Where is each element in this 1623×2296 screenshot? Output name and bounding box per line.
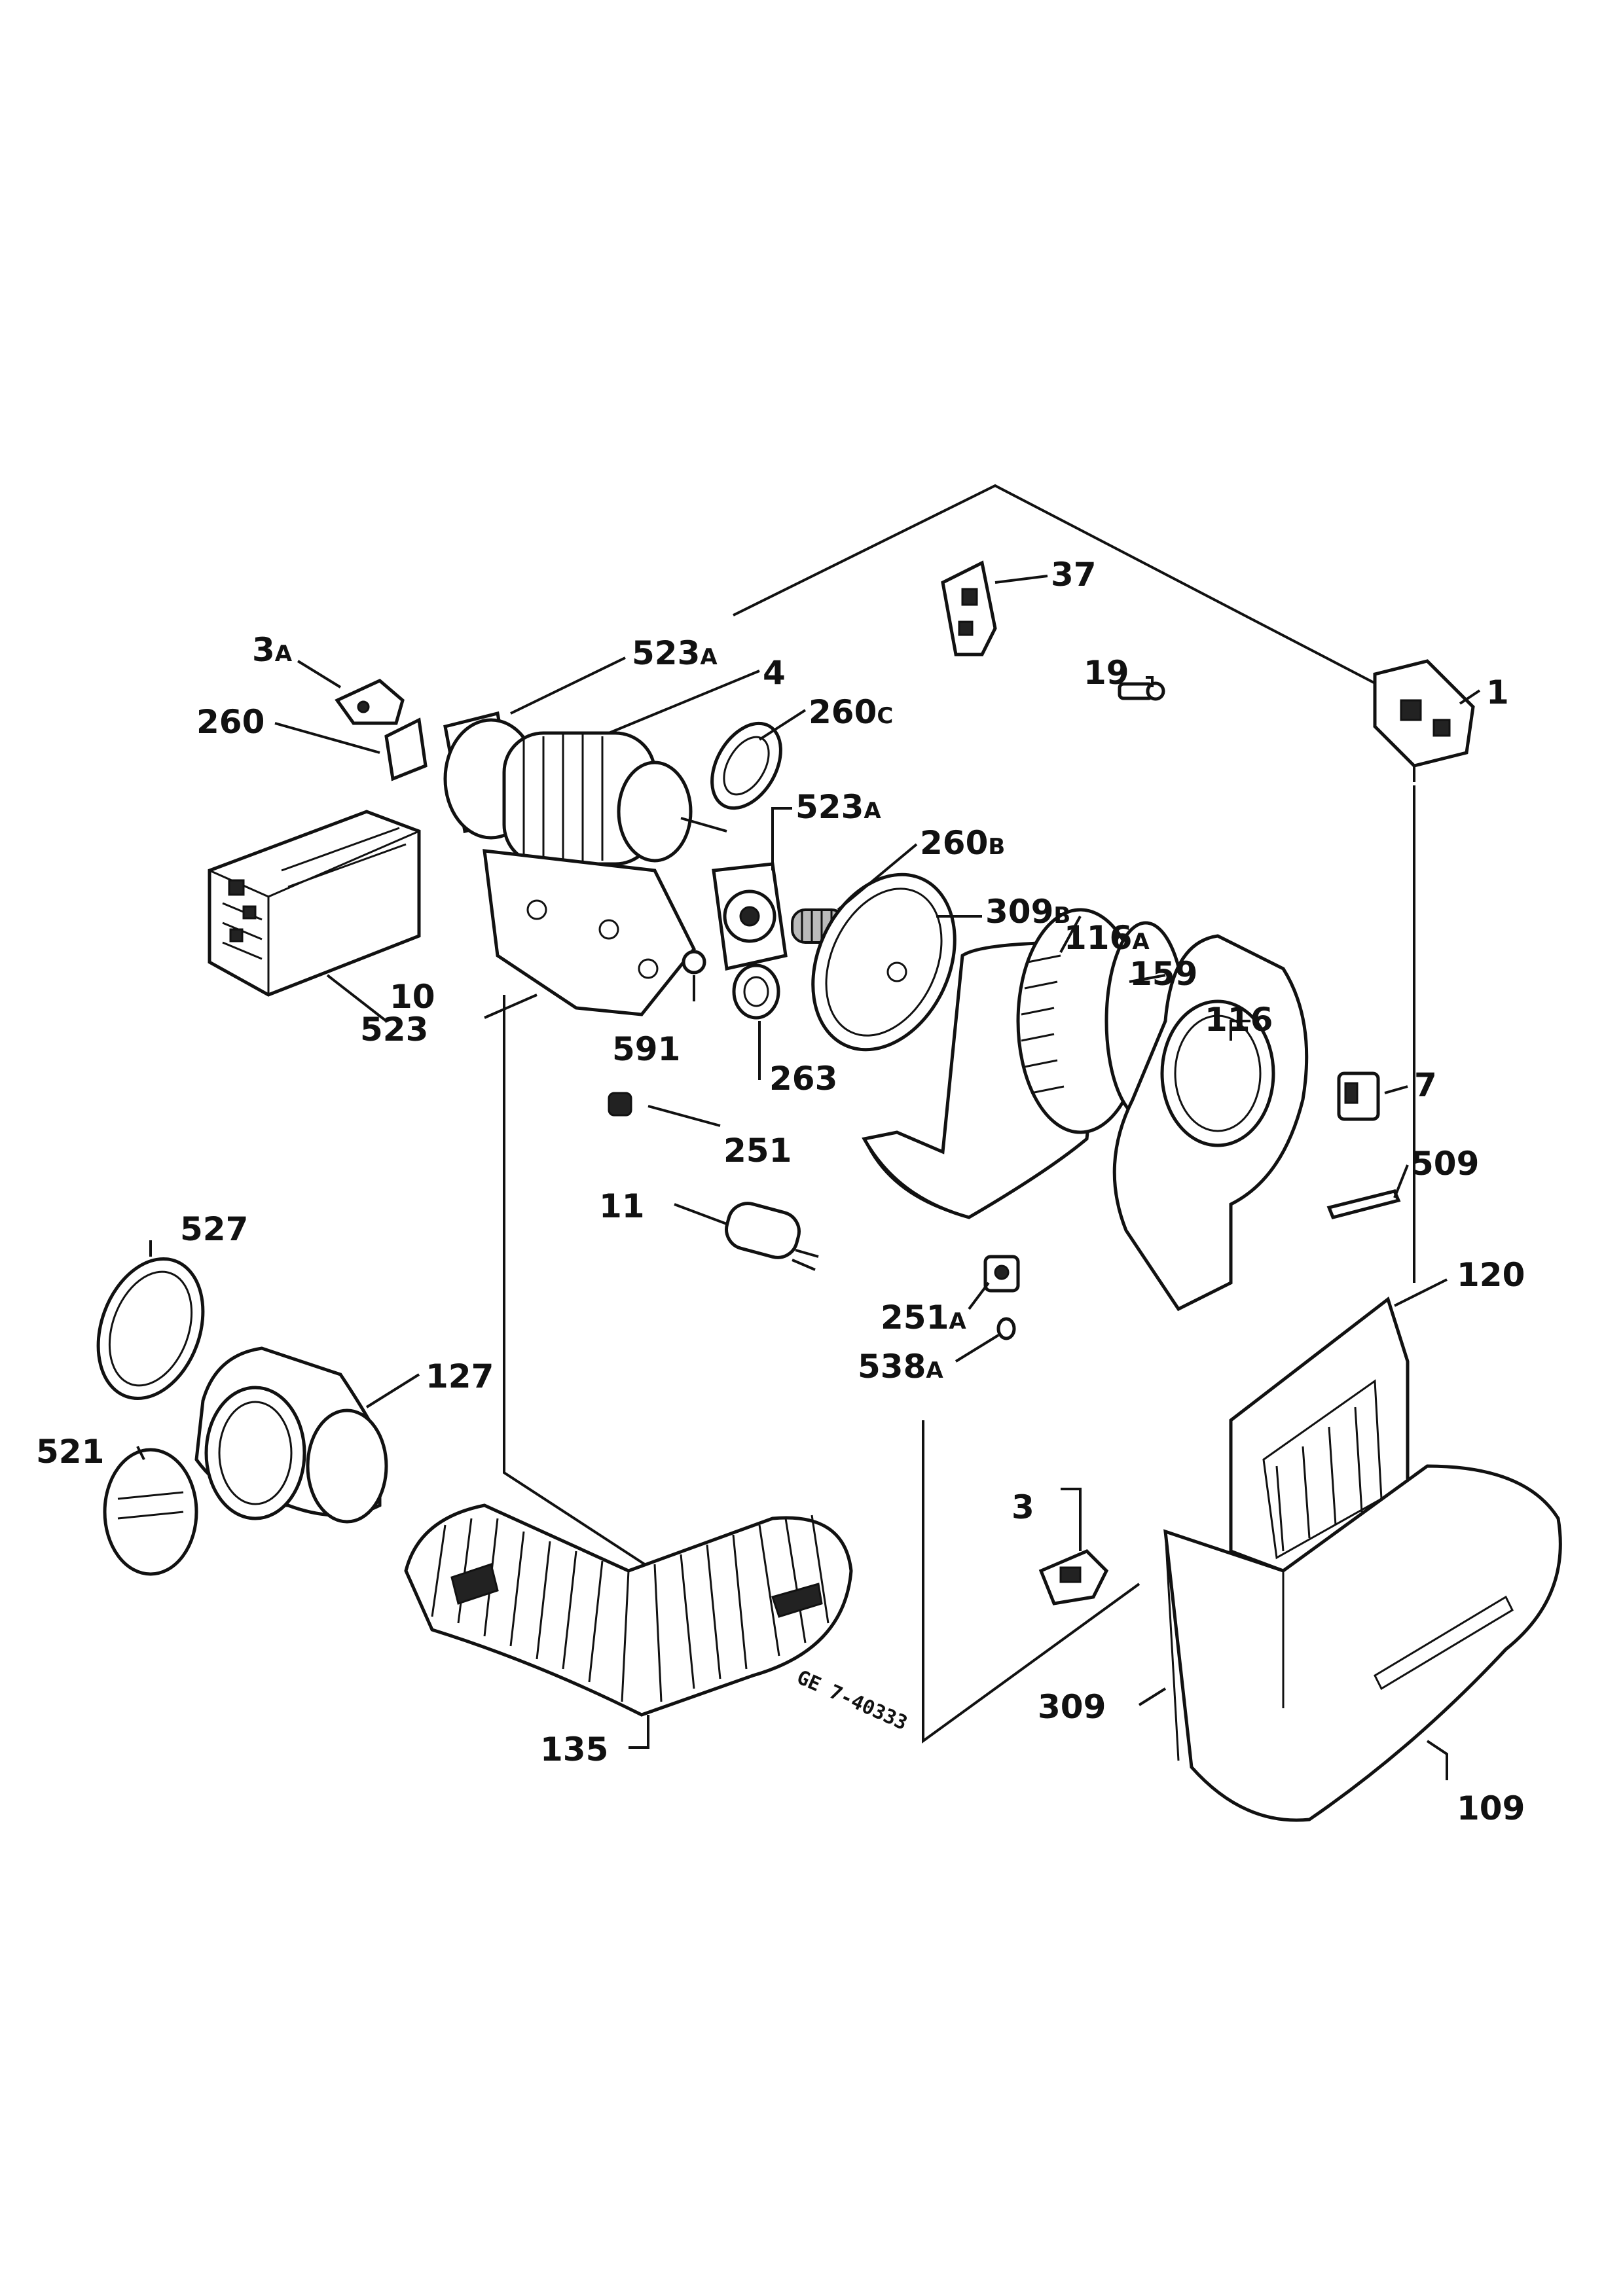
screw-19-part[interactable] — [1118, 681, 1165, 701]
spring-251-part[interactable] — [608, 1092, 632, 1117]
label-260: 260 — [196, 703, 264, 741]
t-connector-127-part[interactable] — [194, 1346, 388, 1524]
label-251a: 251 — [881, 1299, 949, 1336]
label-527: 527 — [180, 1210, 248, 1248]
svg-text:538A: 538A — [858, 1348, 943, 1386]
clamp-ring-527-part[interactable] — [80, 1244, 221, 1413]
label-538a: 538 — [858, 1348, 926, 1386]
label-3a: 3 — [252, 631, 275, 669]
label-116a: 116 — [1064, 919, 1132, 957]
label-4: 4 — [763, 654, 786, 692]
svg-text:251A: 251A — [881, 1299, 966, 1336]
label-10: 10 — [390, 978, 435, 1016]
label-260b: 260 — [920, 824, 988, 862]
pin-509-part[interactable] — [1326, 1189, 1401, 1219]
svg-text:523A: 523A — [795, 788, 881, 826]
label-521: 521 — [36, 1433, 104, 1471]
fan-housing-116-part[interactable] — [1112, 934, 1309, 1312]
label-591: 591 — [612, 1030, 680, 1068]
pulley-263-part[interactable] — [732, 963, 780, 1020]
bracket-3a-part[interactable] — [335, 679, 405, 725]
svg-text:309B: 309B — [985, 893, 1070, 931]
bearing-plate-523a-part[interactable] — [712, 862, 788, 971]
label-523a-top: 523 — [632, 634, 700, 672]
label-309: 309 — [1038, 1688, 1106, 1726]
svg-text:116A: 116A — [1064, 919, 1150, 957]
label-309b: 309 — [985, 893, 1053, 931]
svg-text:3A: 3A — [252, 631, 293, 669]
door-lock-37-part[interactable] — [941, 560, 997, 656]
label-109: 109 — [1457, 1789, 1525, 1827]
label-263: 263 — [769, 1060, 837, 1098]
label-11: 11 — [599, 1187, 645, 1225]
thermostat-3-part[interactable] — [1038, 1549, 1109, 1605]
svg-text:260C: 260C — [809, 693, 893, 731]
label-1: 1 — [1486, 673, 1509, 711]
label-509: 509 — [1411, 1145, 1479, 1183]
label-7: 7 — [1414, 1066, 1437, 1104]
drawing-code: GE 7-40333 — [793, 1666, 911, 1734]
svg-text:523A: 523A — [632, 634, 718, 672]
label-159: 159 — [1129, 955, 1197, 993]
label-523a-mid: 523 — [795, 788, 864, 826]
motor-mount-part[interactable] — [483, 849, 696, 1016]
svg-text:260B: 260B — [920, 824, 1005, 862]
heater-element-part[interactable] — [208, 810, 421, 997]
label-116: 116 — [1205, 1001, 1273, 1039]
part-labels: 3A 260 523A 4 260C 37 19 1 523A 260B 309… — [36, 556, 1525, 1827]
bracket-260-part[interactable] — [384, 717, 428, 781]
label-3: 3 — [1012, 1488, 1034, 1526]
label-523: 523 — [360, 1011, 428, 1049]
label-251: 251 — [723, 1132, 792, 1170]
duct-109-part[interactable] — [1163, 1464, 1562, 1822]
fan-seal-309b-part[interactable] — [786, 852, 982, 1073]
label-127: 127 — [426, 1357, 494, 1395]
cap-521-part[interactable] — [103, 1448, 198, 1576]
clip-251a-part[interactable] — [983, 1255, 1020, 1293]
cabinet-outline — [503, 484, 1415, 1744]
label-19: 19 — [1084, 654, 1129, 692]
switch-7-part[interactable] — [1337, 1071, 1380, 1121]
label-260c: 260 — [809, 693, 877, 731]
label-120: 120 — [1457, 1256, 1525, 1294]
label-37: 37 — [1051, 556, 1097, 594]
bearing-ring-260c-part[interactable] — [698, 711, 795, 820]
capacitor-part[interactable] — [722, 1199, 819, 1271]
timer-switch-1-part[interactable] — [1373, 659, 1475, 768]
motor-part[interactable] — [443, 711, 727, 866]
washer-591-part[interactable] — [682, 950, 706, 975]
label-135: 135 — [540, 1731, 608, 1768]
hose-135-part[interactable] — [404, 1503, 853, 1717]
ring-538a-part[interactable] — [996, 1317, 1016, 1340]
leader-lines — [136, 575, 1481, 1780]
